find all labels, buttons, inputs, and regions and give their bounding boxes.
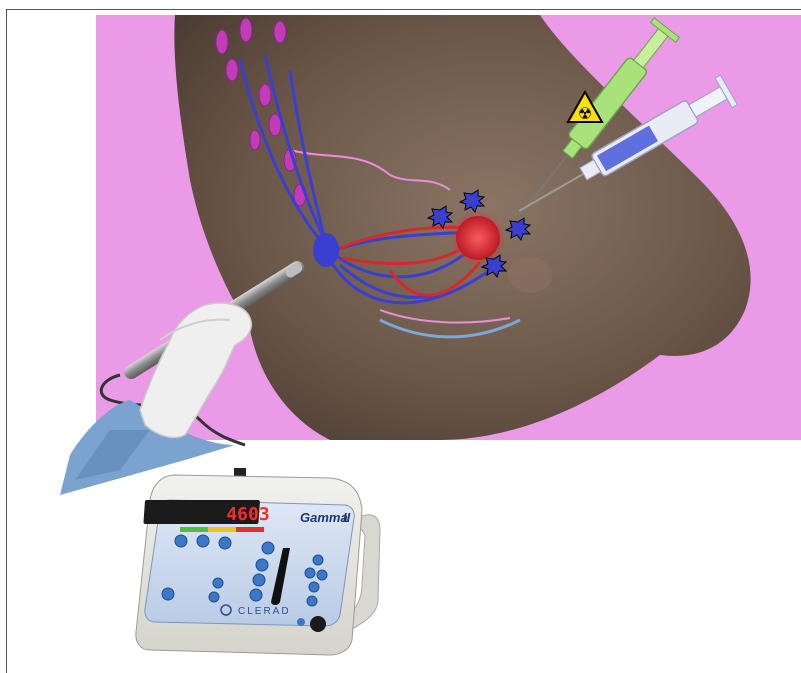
svg-text:☢: ☢ — [578, 106, 592, 123]
device-button[interactable] — [262, 542, 274, 554]
device-button[interactable] — [162, 588, 174, 600]
device-button[interactable] — [309, 582, 319, 592]
areola — [508, 257, 552, 293]
device-button[interactable] — [253, 574, 265, 586]
frame-border-left — [6, 9, 7, 673]
device-button[interactable] — [250, 589, 262, 601]
device-button[interactable] — [305, 568, 315, 578]
gamma-detector-device: 4603 Gamma II CLERAD — [136, 468, 380, 655]
model-label: II — [343, 510, 351, 525]
device-button[interactable] — [197, 535, 209, 547]
device-button[interactable] — [256, 559, 268, 571]
device-button[interactable] — [307, 596, 317, 606]
volume-knob[interactable] — [310, 616, 326, 632]
device-button[interactable] — [317, 570, 327, 580]
device-button[interactable] — [209, 592, 219, 602]
display-value: 4603 — [226, 504, 269, 525]
device-button[interactable] — [219, 537, 231, 549]
device-button[interactable] — [213, 578, 223, 588]
device-button[interactable] — [175, 535, 187, 547]
brand-label: Gamma — [300, 510, 348, 525]
sentinel-node — [313, 233, 339, 267]
frame-border-top — [6, 9, 801, 10]
manufacturer-label: CLERAD — [238, 606, 291, 617]
device-button[interactable] — [313, 555, 323, 565]
